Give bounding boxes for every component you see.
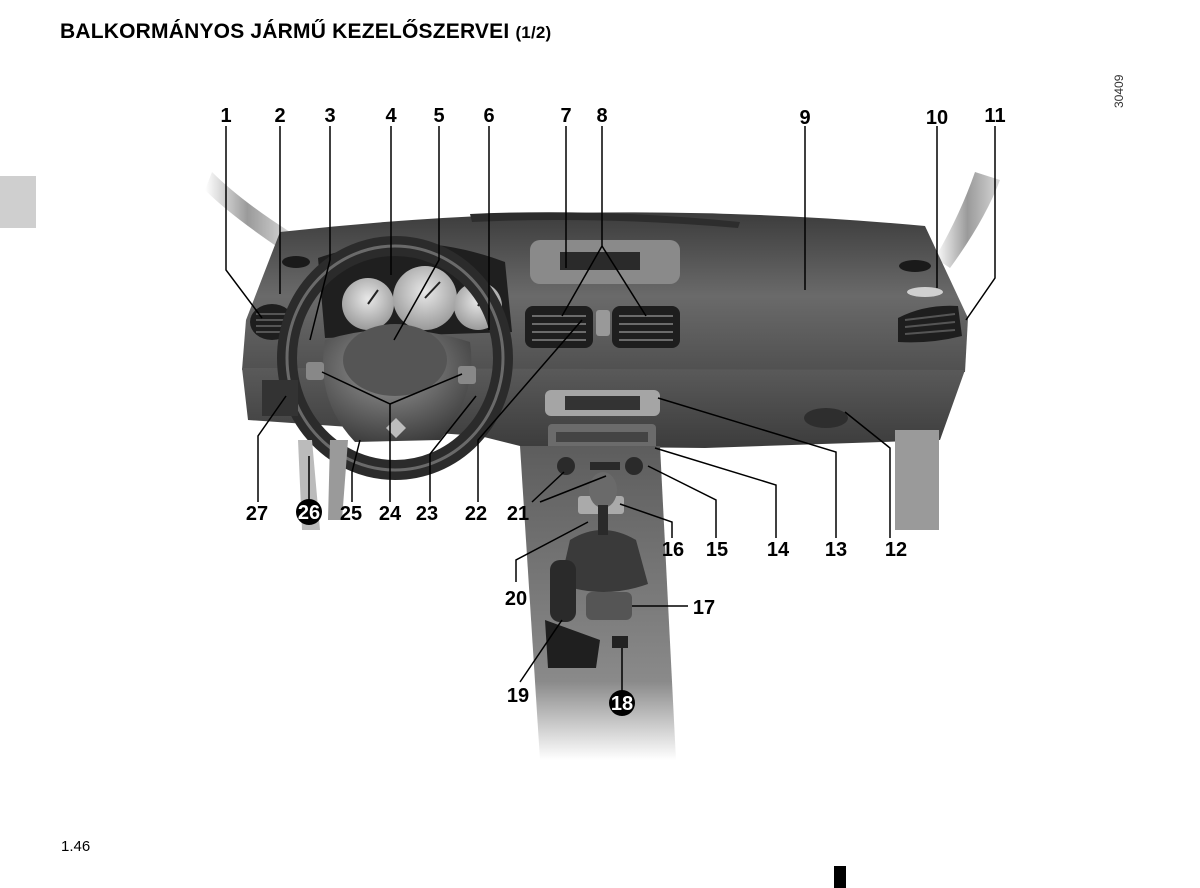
callout-5: 5 — [433, 105, 444, 127]
callout-9: 9 — [799, 107, 810, 129]
left-a-pillar — [205, 172, 290, 250]
knob-left — [557, 457, 575, 475]
callout-1: 1 — [220, 105, 231, 127]
callout-21: 21 — [507, 503, 529, 525]
callout-8: 8 — [596, 105, 607, 127]
right-speaker — [899, 260, 931, 272]
callout-17: 17 — [693, 597, 715, 619]
glovebox-handle — [804, 408, 848, 428]
callout-7: 7 — [560, 105, 571, 127]
callout-26: 26 — [298, 502, 320, 524]
callout-12: 12 — [885, 539, 907, 561]
page-title-suffix: (1/2) — [515, 23, 552, 42]
callout-10: 10 — [926, 107, 948, 129]
callout-11: 11 — [984, 105, 1005, 127]
callout-4: 4 — [385, 105, 397, 127]
right-a-pillar — [935, 172, 1000, 268]
windshield-vent — [470, 212, 740, 228]
cup-holder — [586, 592, 632, 620]
callout-16: 16 — [662, 539, 684, 561]
callout-23: 23 — [416, 503, 438, 525]
callout-19: 19 — [507, 685, 529, 707]
chapter-tab — [0, 176, 36, 228]
handbrake — [550, 560, 576, 622]
gear-boot — [560, 530, 648, 592]
right-lower-pillar — [895, 430, 939, 530]
left-speaker — [282, 256, 310, 268]
steering-logo — [386, 418, 406, 438]
callout-14: 14 — [767, 539, 790, 561]
page-edge-marker — [834, 866, 846, 888]
center-vent-left — [525, 306, 593, 348]
callout-13: 13 — [825, 539, 847, 561]
callout-20: 20 — [505, 588, 527, 610]
center-vent-right — [612, 306, 680, 348]
page-title: BALKORMÁNYOS JÁRMŰ KEZELŐSZERVEI (1/2) — [60, 20, 551, 44]
leader-lines — [225, 126, 996, 692]
callout-6: 6 — [483, 105, 494, 127]
page-number: 1.46 — [61, 838, 91, 855]
callout-18: 18 — [611, 693, 633, 715]
gear-knob — [589, 472, 617, 508]
knob-right — [625, 457, 643, 475]
callout-25: 25 — [340, 503, 362, 525]
callout-15: 15 — [706, 539, 728, 561]
callout-22: 22 — [465, 503, 487, 525]
callout-24: 24 — [379, 503, 402, 525]
page-title-text: BALKORMÁNYOS JÁRMŰ KEZELŐSZERVEI — [60, 20, 510, 43]
callout-3: 3 — [324, 105, 335, 127]
callout-2: 2 — [274, 105, 285, 127]
airbag-cover — [343, 324, 447, 396]
accessory-socket — [612, 636, 628, 648]
hazard-switch — [596, 310, 610, 336]
callout-27: 27 — [246, 503, 268, 525]
